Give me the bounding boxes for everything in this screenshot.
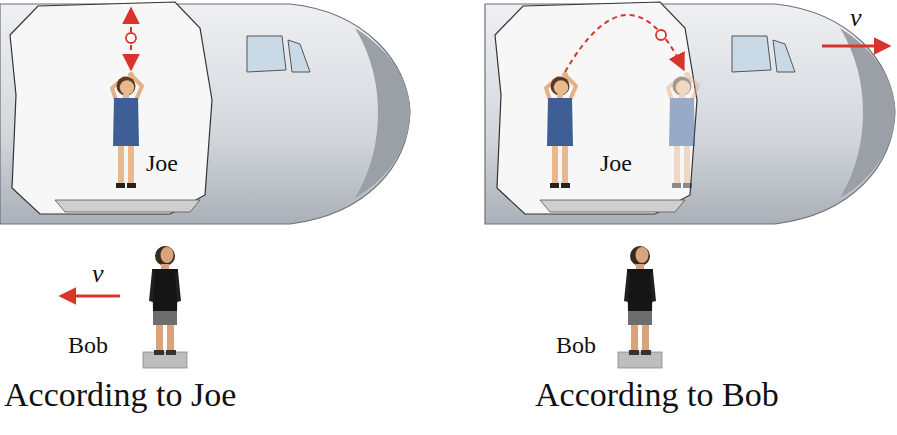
bob-figure — [149, 246, 181, 355]
velocity-arrow — [822, 45, 888, 48]
frame-caption: According to Joe — [4, 376, 236, 413]
frame-caption: According to Bob — [535, 376, 779, 413]
joe-figure-later — [668, 72, 698, 188]
ball — [656, 30, 666, 40]
velocity-label: v — [850, 4, 862, 33]
platform — [143, 352, 187, 368]
joe-figure — [112, 72, 142, 188]
ball — [126, 33, 136, 43]
ball-path — [565, 15, 683, 72]
observer-name: Bob — [556, 332, 596, 358]
airplane-cutaway — [485, 2, 895, 224]
velocity-label: v — [92, 260, 104, 289]
joe-figure — [546, 72, 576, 188]
observer-name: Joe — [146, 150, 178, 176]
bob-figure — [624, 246, 656, 355]
velocity-arrow — [62, 295, 120, 298]
observer-name: Joe — [600, 150, 632, 176]
observer-name: Bob — [68, 332, 108, 358]
platform — [618, 352, 662, 368]
airplane-cutaway — [0, 2, 410, 224]
